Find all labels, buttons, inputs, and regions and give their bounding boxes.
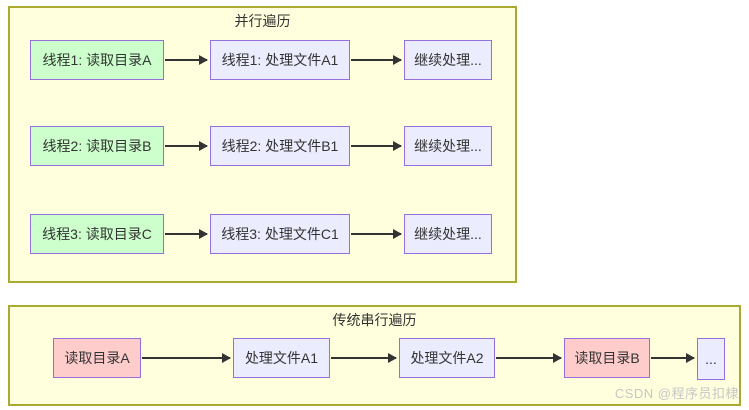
flow-arrow-icon (142, 353, 231, 363)
csdn-watermark: CSDN @程序员扣棣 (614, 386, 739, 401)
node-serial-read-dir-b: 读取目录B (564, 338, 650, 378)
node-thread2-continue: 继续处理... (404, 126, 492, 166)
node-serial-process-file-a2: 处理文件A2 (399, 338, 495, 378)
parallel-traversal-group: 并行遍历 线程1: 读取目录A 线程1: 处理文件A1 继续处理... 线程2:… (8, 6, 517, 283)
flow-arrow-icon (331, 353, 397, 363)
node-thread1-process-file: 线程1: 处理文件A1 (210, 40, 350, 80)
node-serial-process-file-a1: 处理文件A1 (233, 338, 330, 378)
flow-arrow-icon (165, 55, 208, 65)
flow-arrow-icon (351, 229, 402, 239)
node-thread3-process-file: 线程3: 处理文件C1 (210, 214, 350, 254)
flow-arrow-icon (165, 141, 208, 151)
flow-arrow-icon (651, 353, 695, 363)
node-serial-ellipsis: ... (697, 338, 725, 380)
node-thread1-continue: 继续处理... (404, 40, 492, 80)
flow-arrow-icon (351, 55, 402, 65)
node-thread2-read-dir: 线程2: 读取目录B (30, 126, 164, 166)
node-thread1-read-dir: 线程1: 读取目录A (30, 40, 164, 80)
flow-arrow-icon (496, 353, 562, 363)
flow-arrow-icon (351, 141, 402, 151)
flow-arrow-icon (165, 229, 208, 239)
serial-traversal-group: 传统串行遍历 读取目录A 处理文件A1 处理文件A2 读取目录B ... (8, 305, 741, 406)
parallel-group-title: 并行遍历 (234, 13, 291, 29)
node-thread3-continue: 继续处理... (404, 214, 492, 254)
node-serial-read-dir-a: 读取目录A (53, 338, 141, 378)
serial-group-title: 传统串行遍历 (332, 312, 417, 328)
node-thread2-process-file: 线程2: 处理文件B1 (210, 126, 350, 166)
node-thread3-read-dir: 线程3: 读取目录C (30, 214, 164, 254)
